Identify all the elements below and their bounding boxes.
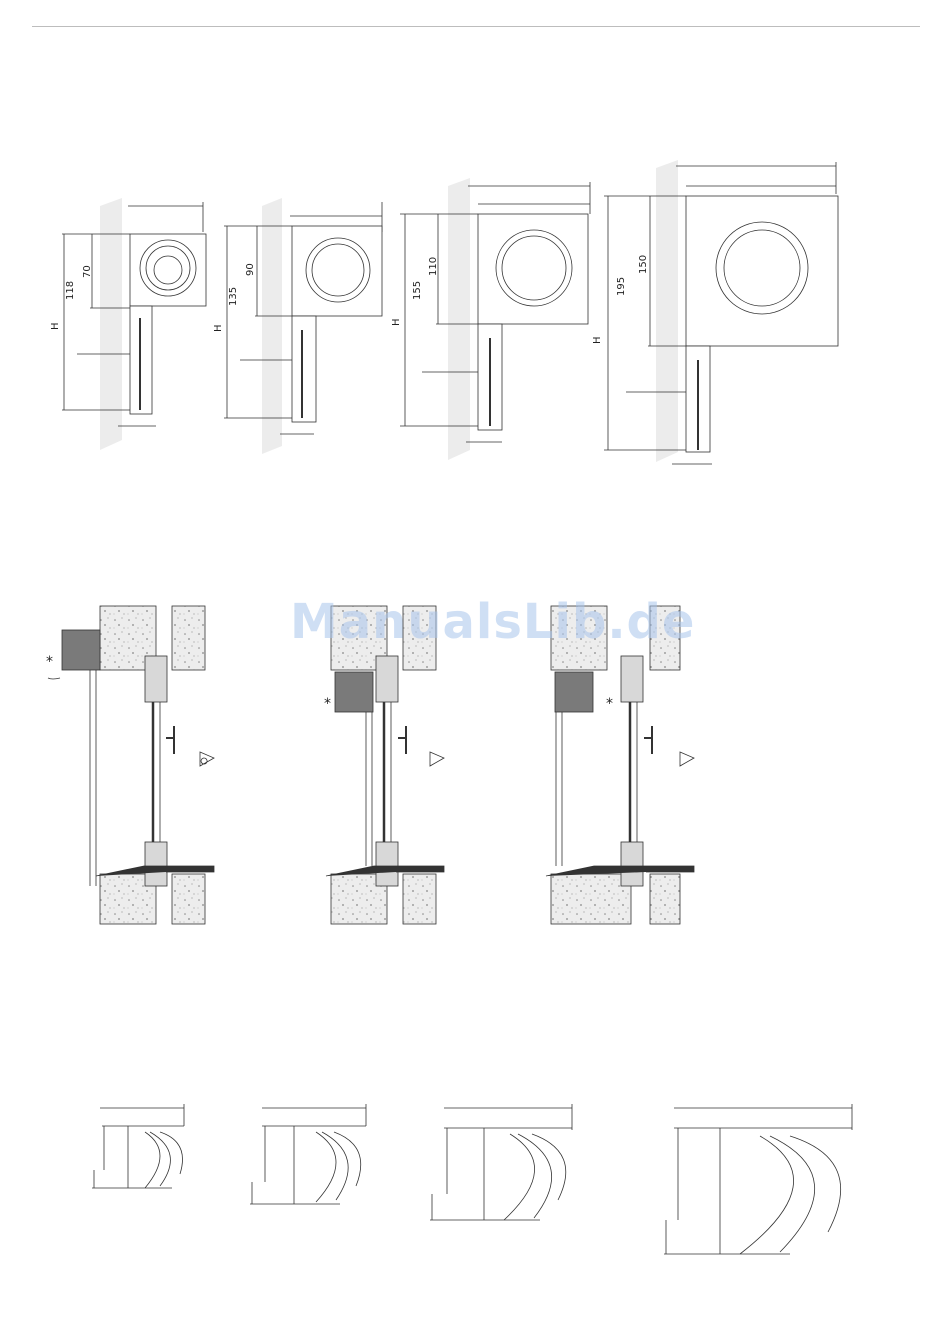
variant-recessed-marker: * <box>606 696 613 712</box>
box-section-155 <box>400 178 590 460</box>
box-section-118 <box>62 198 206 450</box>
section-118-outer-dim: 118 <box>65 281 76 300</box>
projection-profile-3 <box>430 1104 572 1220</box>
projection-profile-4 <box>664 1104 852 1254</box>
variant-front-marker: * <box>46 654 53 670</box>
box-section-135 <box>224 198 382 454</box>
section-135-h-label: H <box>213 324 224 332</box>
section-135-outer-dim: 135 <box>228 287 239 306</box>
variant-inside-marker: * <box>324 696 331 712</box>
projection-profile-2 <box>250 1104 366 1204</box>
projection-profile-1 <box>92 1104 184 1188</box>
section-195-outer-dim: 195 <box>616 277 627 296</box>
installation-variant-front <box>48 606 214 924</box>
box-section-195 <box>604 160 838 464</box>
installation-variant-recessed <box>546 606 694 924</box>
section-118-h-label: H <box>50 322 61 330</box>
section-155-h-label: H <box>391 318 402 326</box>
installation-variant-inside <box>326 606 444 924</box>
section-118-inner-dim: 70 <box>82 265 93 278</box>
section-195-h-label: H <box>592 336 603 344</box>
section-195-inner-dim: 150 <box>638 255 649 274</box>
section-135-inner-dim: 90 <box>245 263 256 276</box>
section-155-outer-dim: 155 <box>412 281 423 300</box>
watermark: ManualsLib.de <box>290 594 670 650</box>
section-155-inner-dim: 110 <box>428 257 439 276</box>
